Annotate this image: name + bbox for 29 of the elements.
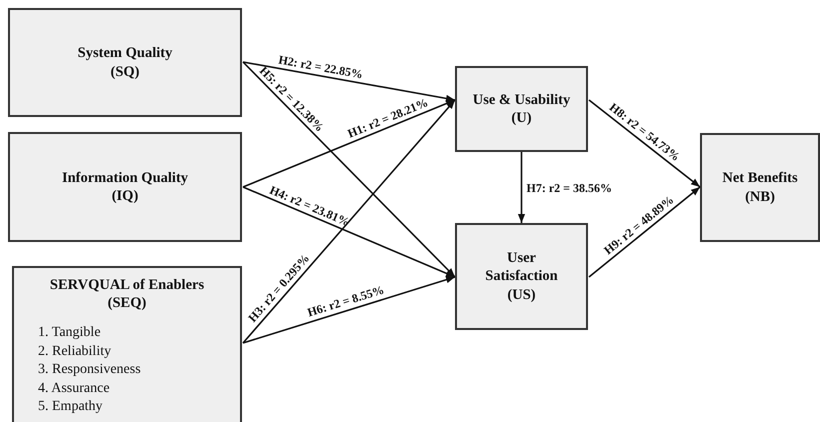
arrow — [242, 186, 456, 278]
arrow — [242, 61, 456, 102]
arrow — [242, 99, 456, 188]
construct-title: Use & Usability (U) — [472, 90, 572, 128]
list-item: 2. Reliability — [37, 342, 112, 361]
construct-title: Net Benefits (NB) — [721, 169, 799, 206]
construct-title: Information Quality (IQ) — [60, 168, 190, 206]
construct-box — [8, 8, 242, 117]
edge-label: H7: r2 = 38.56% — [526, 182, 613, 194]
construct-title: User Satisfaction (US) — [484, 249, 559, 304]
arrow — [588, 186, 700, 278]
construct-box — [455, 223, 588, 330]
construct-title: System Quality (SQ) — [76, 44, 174, 81]
arrow — [518, 152, 526, 223]
arrow — [242, 99, 456, 344]
arrow — [242, 276, 456, 344]
edge-label: H6: r2 = 8.55% — [306, 284, 387, 320]
list-item: 3. Responsiveness — [37, 361, 142, 380]
arrow — [588, 99, 700, 188]
construct-box — [12, 266, 242, 422]
edge-label: H2: r2 = 22.85% — [276, 53, 365, 80]
list-item: 1. Tangible — [37, 324, 102, 342]
list-item: 4. Assurance — [37, 380, 111, 398]
construct-box — [455, 66, 588, 152]
list-item: 5. Empathy — [37, 398, 104, 416]
construct-box — [8, 132, 242, 242]
arrow — [242, 61, 456, 278]
construct-title: SERVQUAL of Enablers (SEQ) — [48, 276, 206, 312]
construct-box — [700, 133, 820, 242]
